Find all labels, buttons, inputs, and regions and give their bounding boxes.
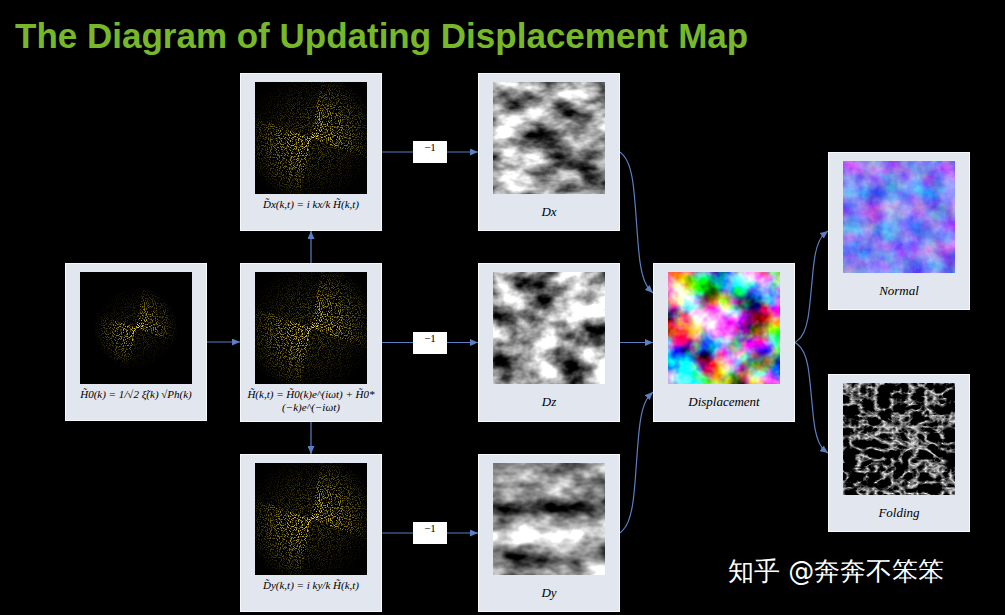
flow-arrow	[795, 343, 828, 454]
image-caption: Displacement	[657, 388, 791, 410]
picture-ground	[493, 272, 605, 384]
flow-arrow	[795, 231, 828, 343]
flow-arrow	[207, 341, 240, 342]
picture-content	[493, 463, 605, 575]
picture-content	[668, 272, 780, 384]
spectrum-panel: H̃(k,t) = H̃0(k)e^(iωt) + H̃0*(−k)e^(−iω…	[240, 263, 382, 422]
image-caption: Dx	[482, 198, 616, 220]
panel-picture	[493, 463, 605, 575]
picture-ground	[493, 82, 605, 194]
panel-picture	[493, 82, 605, 194]
picture-ground	[493, 463, 605, 575]
picture-ground	[80, 272, 192, 384]
inverse-fft-label: −1	[413, 141, 447, 163]
picture-ground	[255, 82, 367, 194]
spectrum-panel: D̃y(k,t) = i ky/k H̃(k,t)	[240, 454, 382, 612]
flow-arrow	[620, 152, 653, 293]
image-caption: Folding	[832, 499, 966, 521]
watermark: 知乎 @奔奔不笨笨	[728, 556, 944, 587]
picture-content	[843, 383, 955, 495]
picture-ground	[843, 161, 955, 273]
image-panel: Dx	[478, 73, 620, 231]
picture-ground	[255, 272, 367, 384]
image-panel: Normal	[828, 152, 970, 310]
spectrum-panel: H̃0(k) = 1/√2 ξ̃(k) √Ph(k)	[65, 263, 207, 421]
diagram-title: The Diagram of Updating Displacement Map	[15, 18, 748, 53]
picture-ground	[255, 463, 367, 575]
image-caption: Dy	[482, 579, 616, 601]
image-caption: Normal	[832, 277, 966, 299]
formula-caption: H̃(k,t) = H̃0(k)e^(iωt) + H̃0*(−k)e^(−iω…	[244, 388, 378, 414]
image-panel: Dz	[478, 263, 620, 422]
formula-caption: D̃y(k,t) = i ky/k H̃(k,t)	[244, 579, 378, 592]
inverse-fft-label: −1	[413, 522, 447, 544]
picture-content	[255, 463, 367, 575]
picture-content	[255, 272, 367, 384]
picture-content	[843, 161, 955, 273]
panel-picture	[843, 161, 955, 273]
inverse-fft-label: −1	[413, 332, 447, 354]
panel-picture	[255, 82, 367, 194]
picture-content	[493, 272, 605, 384]
panel-picture	[255, 272, 367, 384]
panel-picture	[80, 272, 192, 384]
formula-caption: H̃0(k) = 1/√2 ξ̃(k) √Ph(k)	[69, 388, 203, 401]
panel-picture	[843, 383, 955, 495]
picture-ground	[843, 383, 955, 495]
panel-picture	[255, 463, 367, 575]
image-panel: Displacement	[653, 263, 795, 422]
panel-picture	[668, 272, 780, 384]
picture-content	[80, 272, 192, 384]
image-panel: Dy	[478, 454, 620, 612]
picture-ground	[668, 272, 780, 384]
panel-picture	[493, 272, 605, 384]
picture-content	[493, 82, 605, 194]
flow-arrow	[620, 342, 653, 343]
picture-content	[255, 82, 367, 194]
image-panel: Folding	[828, 374, 970, 532]
flow-arrow	[310, 231, 311, 263]
spectrum-panel: D̃x(k,t) = i kx/k H̃(k,t)	[240, 73, 382, 231]
formula-caption: D̃x(k,t) = i kx/k H̃(k,t)	[244, 198, 378, 211]
flow-arrow	[310, 422, 311, 454]
image-caption: Dz	[482, 388, 616, 410]
flow-arrow	[620, 392, 653, 533]
